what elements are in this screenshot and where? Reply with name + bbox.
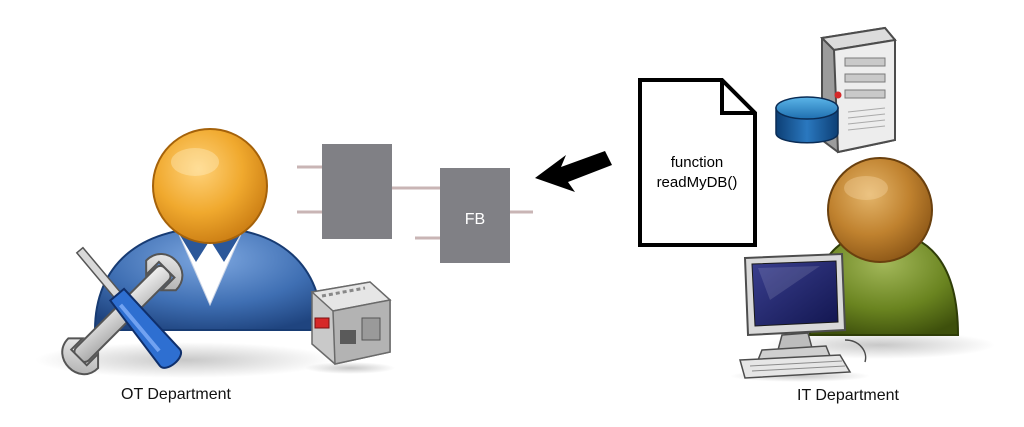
ot-person-icon bbox=[35, 128, 335, 378]
document-line-1: function bbox=[671, 154, 724, 171]
server-icon bbox=[819, 26, 897, 154]
function-block-fb bbox=[440, 168, 510, 263]
function-block-label: FB bbox=[465, 211, 485, 228]
it-department-caption: IT Department bbox=[797, 387, 899, 404]
ot-department-caption: OT Department bbox=[121, 386, 231, 403]
wrench-screwdriver-icon bbox=[61, 246, 184, 376]
document-icon: function readMyDB() bbox=[638, 78, 757, 247]
it-person-icon bbox=[765, 157, 995, 359]
plc-device-icon bbox=[305, 281, 395, 374]
function-block-network: FB bbox=[297, 144, 533, 263]
function-block-generic bbox=[322, 144, 392, 239]
database-icon bbox=[775, 96, 839, 144]
arrow-left-icon bbox=[535, 151, 612, 192]
computer-icon bbox=[730, 252, 870, 382]
document-line-2: readMyDB() bbox=[657, 174, 738, 191]
